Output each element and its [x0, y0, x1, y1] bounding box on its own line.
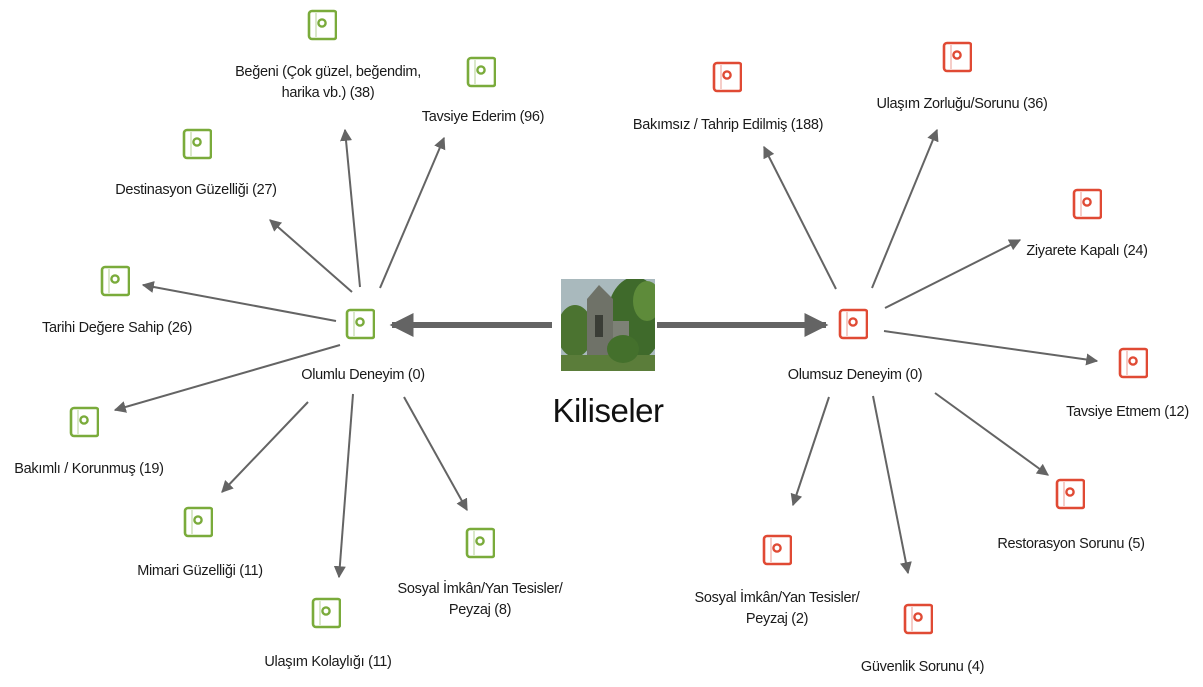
mimari-label: Mimari Güzelliği (11) — [137, 563, 263, 579]
edge-negative-ziyarete-kapali — [884, 239, 1022, 309]
edge-negative-bakimsiz — [763, 145, 837, 290]
tavsiye-ederim-node-icon[interactable] — [466, 56, 496, 88]
destinasyon-node-icon[interactable] — [182, 128, 212, 160]
ulasim-kolayligi-node-icon[interactable] — [311, 597, 341, 629]
ziyarete-kapali-label: Ziyarete Kapalı (24) — [1026, 243, 1148, 259]
sosyal-imkan-negative-node-icon[interactable] — [762, 534, 792, 566]
edge-negative-ulasim-zorlugu — [871, 128, 939, 289]
edge-positive-bakimli — [113, 344, 341, 413]
tavsiye-etmem-node-icon[interactable] — [1118, 347, 1148, 379]
mimari-node-icon[interactable] — [183, 506, 213, 538]
edge-negative-restorasyon — [934, 392, 1049, 476]
edge-positive-destinasyon — [269, 219, 353, 293]
church-photo — [561, 279, 655, 371]
sosyal-imkan-positive-label: Sosyal İmkân/Yan Tesisler/ Peyzaj (8) — [397, 581, 563, 618]
center-title: Kiliseler — [552, 392, 664, 429]
edge-negative-tavsiye-etmem — [883, 330, 1099, 366]
ulasim-zorlugu-node-icon[interactable] — [942, 41, 972, 73]
tavsiye-ederim-label: Tavsiye Ederim (96) — [421, 109, 545, 125]
edge-positive-begeni — [340, 128, 361, 288]
ulasim-zorlugu-label: Ulaşım Zorluğu/Sorunu (36) — [876, 96, 1048, 112]
restorasyon-node-icon[interactable] — [1055, 478, 1085, 510]
edge-negative-guvenlik — [872, 395, 912, 575]
tarihi-label: Tarihi Değere Sahip (26) — [42, 320, 192, 336]
edge-positive-tavsiye-ederim — [379, 136, 446, 289]
destinasyon-label: Destinasyon Güzelliği (27) — [115, 182, 277, 198]
ziyarete-kapali-node-icon[interactable] — [1072, 188, 1102, 220]
guvenlik-node-icon[interactable] — [903, 603, 933, 635]
bakimsiz-node-icon[interactable] — [712, 61, 742, 93]
restorasyon-label: Restorasyon Sorunu (5) — [997, 536, 1145, 552]
edge-positive-ulasim — [333, 393, 354, 579]
bakimli-node-icon[interactable] — [69, 406, 99, 438]
edge-positive-mimari — [221, 401, 309, 493]
tarihi-node-icon[interactable] — [100, 265, 130, 297]
bakimli-label: Bakımlı / Korunmuş (19) — [14, 461, 164, 477]
bakimsiz-label: Bakımsız / Tahrip Edilmiş (188) — [632, 117, 824, 133]
tavsiye-etmem-label: Tavsiye Etmem (12) — [1066, 404, 1189, 420]
sosyal-imkan-positive-node-icon[interactable] — [465, 527, 495, 559]
negative-hub-icon[interactable] — [838, 308, 868, 340]
guvenlik-label: Güvenlik Sorunu (4) — [860, 659, 985, 675]
edge-negative-sosyal — [790, 396, 830, 507]
negative-hub-label: Olumsuz Deneyim (0) — [787, 367, 923, 383]
positive-hub-icon[interactable] — [345, 308, 375, 340]
begeni-label: Beğeni (Çok güzel, beğendim, harika vb.)… — [235, 64, 421, 101]
begeni-node-icon[interactable] — [307, 9, 337, 41]
edge-positive-tarihi — [141, 281, 337, 322]
sosyal-imkan-negative-label: Sosyal İmkân/Yan Tesisler/ Peyzaj (2) — [694, 590, 860, 627]
positive-hub-label: Olumlu Deneyim (0) — [301, 367, 425, 383]
edge-positive-sosyal — [403, 396, 468, 512]
ulasim-kolayligi-label: Ulaşım Kolaylığı (11) — [264, 654, 392, 670]
